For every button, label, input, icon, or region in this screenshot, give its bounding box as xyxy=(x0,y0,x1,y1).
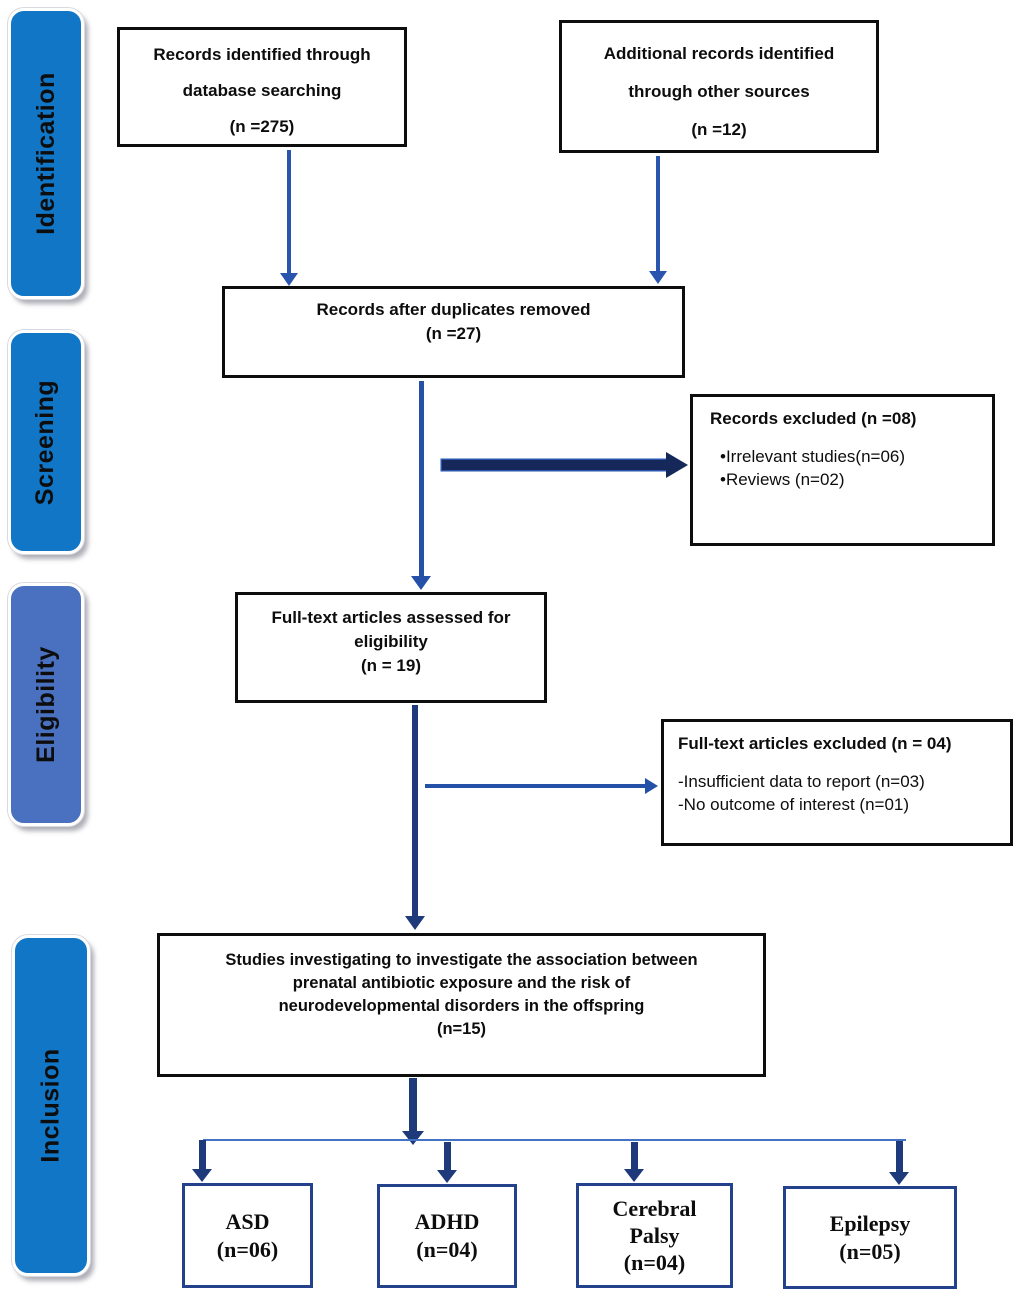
box-outcome-cerebral-palsy: Cerebral Palsy (n=04) xyxy=(576,1183,733,1288)
box-outcome-epilepsy: Epilepsy (n=05) xyxy=(783,1186,957,1289)
records-identified-line1: Records identified through xyxy=(153,45,371,64)
stage-screening-label: Screening xyxy=(31,379,60,505)
arrow-branch-epilepsy-icon xyxy=(889,1141,909,1185)
box-fulltext-excluded: Full-text articles excluded (n = 04) -In… xyxy=(661,719,1013,846)
stage-identification-label: Identification xyxy=(31,72,60,235)
arrow-eligibility-excluded-icon xyxy=(425,777,658,795)
stage-inclusion: Inclusion xyxy=(12,935,90,1276)
box-studies-included: Studies investigating to investigate the… xyxy=(157,933,766,1077)
fulltext-excluded-items: -Insufficient data to report (n=03) -No … xyxy=(664,770,1010,816)
arrow-duplicates-to-fulltext-icon xyxy=(410,381,432,590)
arrow-studies-to-branch-icon xyxy=(401,1078,425,1145)
asd-label: ASD xyxy=(225,1208,270,1234)
box-outcome-asd: ASD (n=06) xyxy=(182,1183,313,1288)
box-records-identified: Records identified through database sear… xyxy=(117,27,407,147)
records-identified-count: (n =275) xyxy=(229,117,295,136)
additional-records-line2: through other sources xyxy=(628,82,810,101)
records-excluded-items: •Irrelevant studies(n=06) •Reviews (n=02… xyxy=(693,445,992,491)
box-duplicates-removed: Records after duplicates removed (n =27) xyxy=(222,286,685,378)
fulltext-excluded-item1: -Insufficient data to report (n=03) xyxy=(678,772,925,791)
arrow-fulltext-to-studies-icon xyxy=(404,705,426,930)
adhd-label: ADHD xyxy=(414,1209,480,1234)
arrow-sources-to-duplicates-icon xyxy=(648,156,668,284)
arrow-branch-cerebral-palsy-icon xyxy=(624,1142,644,1182)
box-records-excluded: Records excluded (n =08) •Irrelevant stu… xyxy=(690,394,995,546)
stage-screening: Screening xyxy=(8,330,84,554)
stage-identification: Identification xyxy=(8,8,84,299)
stage-eligibility: Eligibility xyxy=(8,583,84,826)
studies-included-line1: Studies investigating to investigate the… xyxy=(225,951,698,969)
epilepsy-count: (n=05) xyxy=(839,1238,901,1264)
fulltext-excluded-title: Full-text articles excluded (n = 04) xyxy=(678,734,952,753)
records-excluded-item1: •Irrelevant studies(n=06) xyxy=(720,447,906,466)
records-identified-line2: database searching xyxy=(182,81,342,100)
cerebral-palsy-label-line2: Palsy xyxy=(629,1223,680,1248)
asd-count: (n=06) xyxy=(216,1236,279,1262)
adhd-count: (n=04) xyxy=(416,1237,478,1262)
studies-included-count: (n=15) xyxy=(436,1020,487,1038)
branch-connector-line xyxy=(203,1139,906,1141)
additional-records-line1: Additional records identified xyxy=(603,44,835,63)
arrow-branch-adhd-icon xyxy=(437,1142,457,1183)
arrow-screening-excluded-icon xyxy=(442,452,688,478)
cerebral-palsy-count: (n=04) xyxy=(623,1250,686,1275)
box-fulltext-assessed: Full-text articles assessed for eligibil… xyxy=(235,592,547,703)
fulltext-assessed-line2: eligibility xyxy=(354,632,428,651)
studies-included-line3: neurodevelopmental disorders in the offs… xyxy=(278,997,645,1015)
additional-records-count: (n =12) xyxy=(691,120,747,139)
fulltext-assessed-count: (n = 19) xyxy=(361,656,421,675)
stage-inclusion-label: Inclusion xyxy=(36,1048,65,1163)
duplicates-removed-line1: Records after duplicates removed xyxy=(316,300,591,319)
box-additional-records: Additional records identified through ot… xyxy=(559,20,879,153)
cerebral-palsy-label-line1: Cerebral xyxy=(612,1196,697,1221)
epilepsy-label: Epilepsy xyxy=(829,1210,911,1236)
fulltext-assessed-line1: Full-text articles assessed for xyxy=(271,608,511,627)
box-outcome-adhd: ADHD (n=04) xyxy=(377,1184,517,1288)
studies-included-line2: prenatal antibiotic exposure and the ris… xyxy=(292,974,631,992)
records-excluded-item2: •Reviews (n=02) xyxy=(720,470,845,489)
arrow-branch-asd-icon xyxy=(192,1140,212,1182)
arrow-db-to-duplicates-icon xyxy=(279,150,299,286)
fulltext-excluded-item2: -No outcome of interest (n=01) xyxy=(678,795,910,814)
records-excluded-title: Records excluded (n =08) xyxy=(710,409,917,428)
stage-eligibility-label: Eligibility xyxy=(31,646,60,763)
duplicates-removed-count: (n =27) xyxy=(425,324,482,343)
